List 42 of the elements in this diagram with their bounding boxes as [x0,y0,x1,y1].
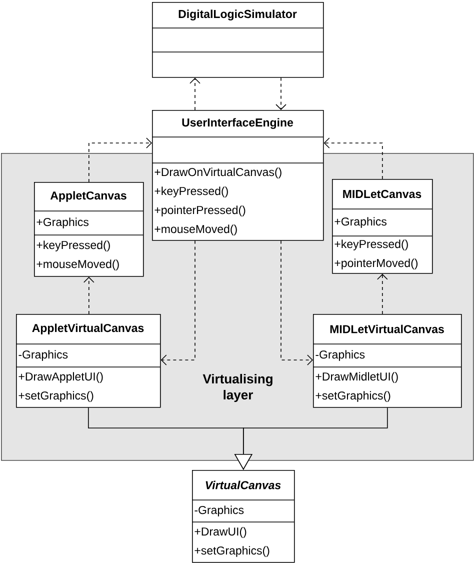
attribute-text: +Graphics [36,218,88,228]
method-text: +pointerPressed() [154,206,246,216]
method-text: +setGraphics() [18,391,94,402]
dependency-arrow [276,77,286,110]
class-box [34,182,144,277]
class-name: MIDLetVirtualCanvas [330,324,444,334]
dependency-arrow [280,240,313,366]
method-text: +DrawAppletUI() [18,372,103,383]
class-name: UserInterfaceEngine [182,118,294,129]
method-text: +DrawOnVirtualCanvas() [154,168,282,178]
class-box [16,314,161,408]
method-text: +keyPressed() [154,186,228,198]
dependency-arrow [377,274,388,314]
class-name: VirtualCanvas [206,480,281,490]
attribute-text: -Graphics [194,506,244,516]
dependency-arrow [88,138,152,182]
method-text: +keyPressed() [36,240,110,252]
method-text: +DrawMidletUI() [316,372,398,383]
dependency-arrow [190,78,200,110]
class-name: AppletVirtualCanvas [32,324,144,334]
method-text: +setGraphics() [194,546,270,557]
dependency-arrow [324,138,383,180]
dependency-arrow [160,240,196,366]
layer-label: Virtualising layer [202,374,272,402]
attribute-text: -Graphics [18,350,68,361]
dependency-arrow [84,276,94,314]
attribute-text: -Graphics [316,350,365,361]
class-box [312,314,462,408]
class-box [152,110,324,241]
method-text: +setGraphics() [316,391,390,402]
method-text: +mouseMoved() [36,260,119,270]
method-text: +keyPressed() [334,240,408,250]
class-box [332,179,433,274]
class-box [152,2,324,78]
class-name: MIDLetCanvas [343,190,422,198]
method-text: +mouseMoved() [154,224,237,236]
class-name: DigitalLogicSimulator [178,10,297,20]
class-name: AppletCanvas [50,191,126,202]
method-text: +DrawUI() [194,527,246,538]
attribute-text: +Graphics [334,217,386,228]
method-text: +pointerMoved() [334,258,418,270]
class-box [192,470,295,563]
